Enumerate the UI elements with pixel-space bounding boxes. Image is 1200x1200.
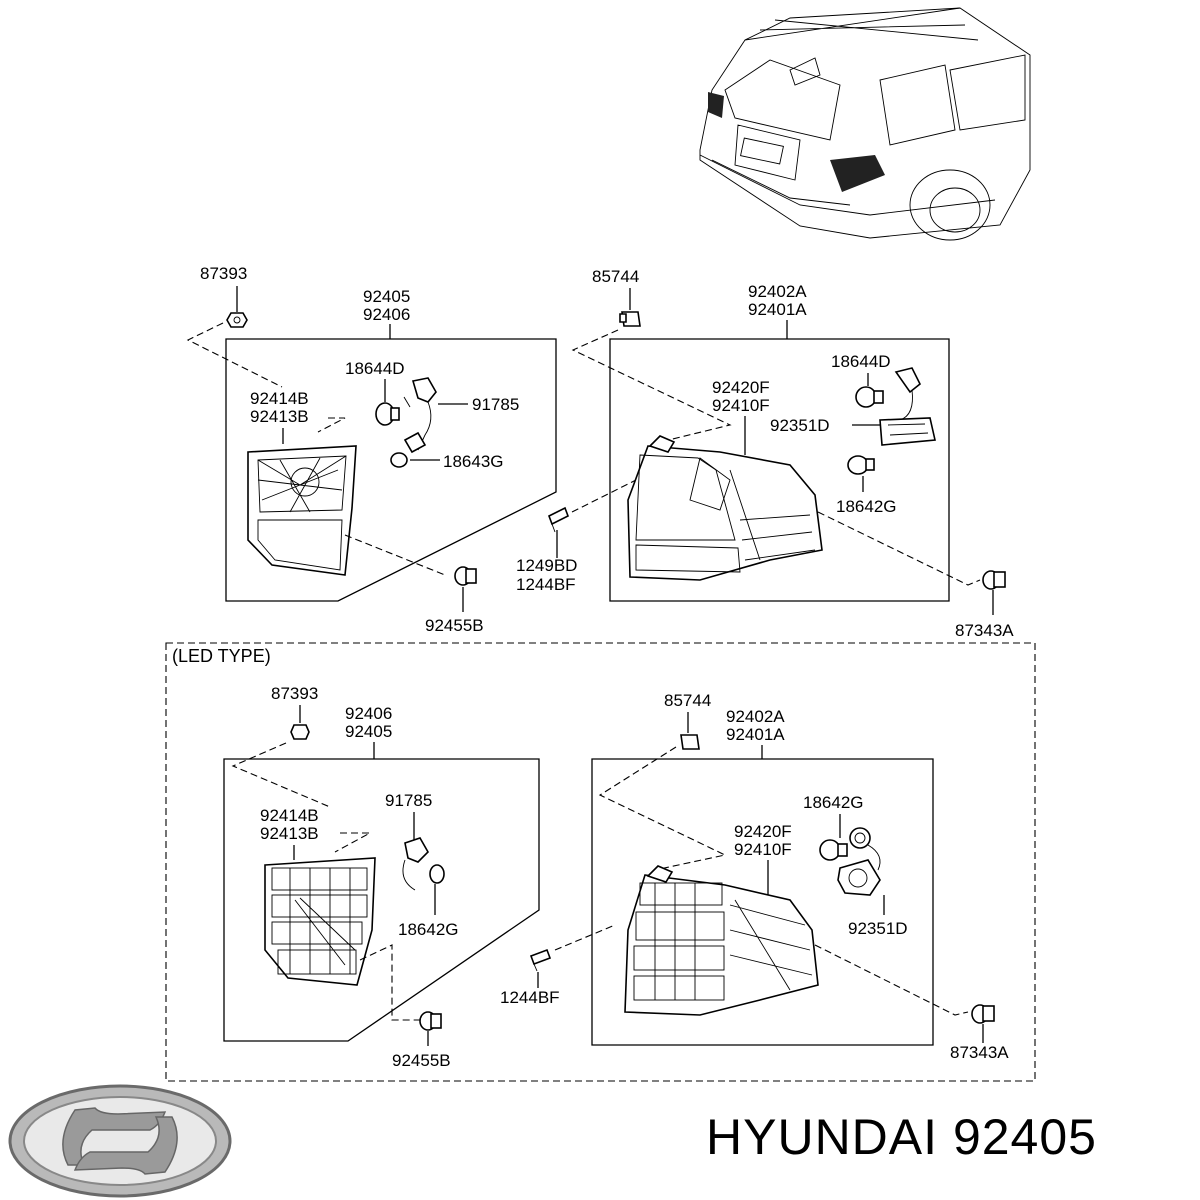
- fastener-nut-icon: [226, 312, 248, 328]
- label-91785-led: 91785: [385, 791, 432, 810]
- label-18643G: 18643G: [443, 452, 504, 471]
- label-92420F-top: 92420F: [712, 378, 770, 397]
- label-92405-led: 92405: [345, 722, 392, 741]
- label-91785-top: 91785: [472, 395, 519, 414]
- bulb-icon-led: [819, 839, 848, 861]
- socket-assembly-icon: [879, 367, 936, 446]
- led-left-lamp-group: 87393 92406 92405 91785 18642G 92414B 92…: [223, 684, 540, 1070]
- grommet-icon-right: [982, 570, 1006, 590]
- socket-icon: [403, 377, 437, 454]
- label-87393: 87393: [200, 264, 247, 283]
- label-92402A-led: 92402A: [726, 707, 785, 726]
- label-92410F-top: 92410F: [712, 396, 770, 415]
- label-92351D-top: 92351D: [770, 416, 830, 435]
- part-caption: HYUNDAI 92405: [706, 1108, 1097, 1166]
- bulb-icon: [375, 402, 400, 426]
- led-center-fasteners: 85744 1244BF: [500, 691, 727, 1007]
- led-assembly-box-right: [591, 758, 934, 1046]
- bulb-small-icon: [390, 452, 408, 468]
- grommet-icon: [454, 566, 477, 586]
- screw-icon: [547, 506, 570, 533]
- vehicle-rear-view: [699, 7, 1031, 241]
- label-1249BD: 1249BD: [516, 556, 577, 575]
- label-92406: 92406: [363, 305, 410, 324]
- label-92402A-top: 92402A: [748, 282, 807, 301]
- label-92455B-led: 92455B: [392, 1051, 451, 1070]
- tail-lamp-lens-left: [247, 445, 357, 576]
- led-tail-lamp-right: [624, 865, 819, 1016]
- label-92405: 92405: [363, 287, 410, 306]
- led-right-lamp-group: 92402A 92401A 18642G 92351D 92420F 92410…: [591, 707, 1009, 1062]
- bulb-icon-right: [855, 386, 884, 408]
- label-92406-led: 92406: [345, 704, 392, 723]
- label-85744-top: 85744: [592, 267, 639, 286]
- label-1244BF-top: 1244BF: [516, 575, 576, 594]
- led-type-title: (LED TYPE): [172, 646, 271, 666]
- label-18642G-top: 18642G: [836, 497, 897, 516]
- grommet-icon-led-right: [971, 1004, 995, 1024]
- label-92413B-top: 92413B: [250, 407, 309, 426]
- label-92401A-top: 92401A: [748, 300, 807, 319]
- assembly-box-left: [225, 338, 557, 602]
- label-92420F-led: 92420F: [734, 822, 792, 841]
- top-center-fasteners: 85744 1249BD 1244BF: [516, 267, 732, 594]
- label-92351D-led: 92351D: [848, 919, 908, 938]
- label-92401A-led: 92401A: [726, 725, 785, 744]
- socket-icon-led: [402, 837, 445, 891]
- led-assembly-box-left: [223, 758, 540, 1042]
- assembly-box-right: [609, 338, 950, 602]
- top-left-lamp-group: 87393 92405 92406 18644D 91785 92414B 92…: [186, 264, 557, 635]
- label-92414B-top: 92414B: [250, 389, 309, 408]
- label-92455B-top: 92455B: [425, 616, 484, 635]
- clip-icon: [619, 311, 641, 327]
- label-92410F-led: 92410F: [734, 840, 792, 859]
- screw-icon-led: [529, 948, 552, 972]
- label-18642G-led-right: 18642G: [803, 793, 864, 812]
- label-87343A-top: 87343A: [955, 621, 1014, 640]
- led-tail-lamp-left: [264, 857, 376, 986]
- tail-lamp-lens-right: [627, 435, 823, 581]
- label-92414B-led: 92414B: [260, 806, 319, 825]
- label-87343A-led: 87343A: [950, 1043, 1009, 1062]
- top-right-lamp-group: 92402A 92401A 18644D 92351D 92420F 92410…: [609, 282, 1014, 640]
- hyundai-logo-icon: [8, 1084, 232, 1198]
- label-85744-led: 85744: [664, 691, 711, 710]
- label-18644D-left: 18644D: [345, 359, 405, 378]
- label-1244BF-led: 1244BF: [500, 988, 560, 1007]
- label-87393-led: 87393: [271, 684, 318, 703]
- label-92413B-led: 92413B: [260, 824, 319, 843]
- clip-icon-led: [680, 734, 700, 750]
- label-18644D-right: 18644D: [831, 352, 891, 371]
- socket-assembly-icon-led: [837, 827, 881, 896]
- label-18642G-led-left: 18642G: [398, 920, 459, 939]
- fastener-nut-icon-led: [290, 724, 310, 740]
- part-number: 92405: [952, 1109, 1097, 1165]
- led-type-frame: [165, 642, 1036, 1082]
- grommet-icon-led: [419, 1011, 442, 1031]
- bulb-small-icon-right: [847, 455, 875, 475]
- brand-name: HYUNDAI: [706, 1109, 939, 1165]
